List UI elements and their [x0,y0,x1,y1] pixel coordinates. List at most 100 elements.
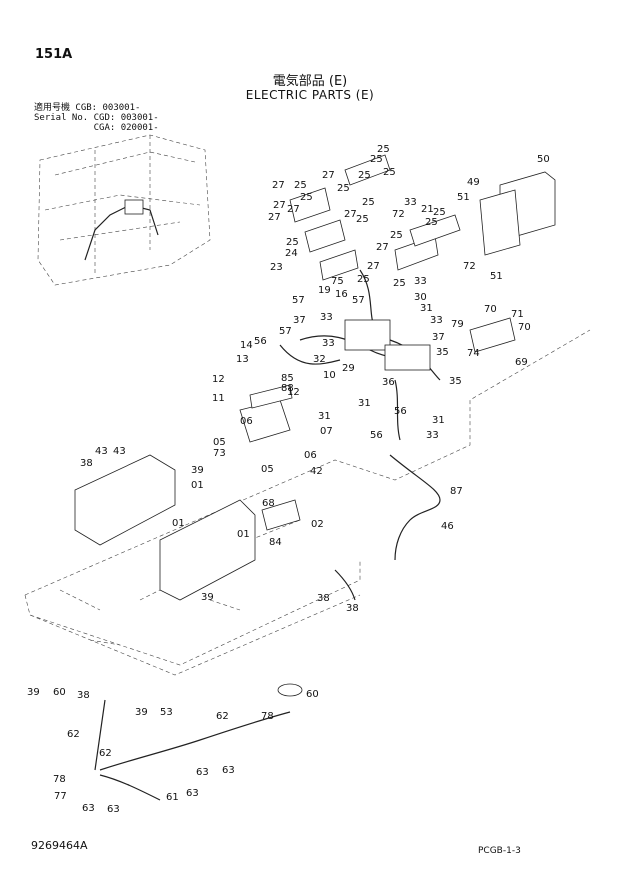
part-callout: 62 [99,748,112,759]
serial-line: 適用号機 CGB: 003001- [34,103,141,113]
serial-line: CGA: 020001- [34,123,159,133]
part-callout: 85 [281,373,294,384]
part-callout: 46 [441,521,454,532]
part-callout: 31 [420,303,433,314]
part-callout: 63 [186,788,199,799]
part-callout: 29 [342,363,355,374]
part-callout: 24 [285,248,298,259]
part-callout: 53 [160,707,173,718]
part-callout: 31 [318,411,331,422]
part-callout: 50 [537,154,550,165]
part-callout: 38 [77,690,90,701]
part-callout: 25 [393,278,406,289]
floor-plate-outline [24,329,591,676]
part-callout: 25 [356,214,369,225]
part-callout: 72 [463,261,476,272]
part-callout: 10 [323,370,336,381]
part-callout: 31 [432,415,445,426]
page-title: ELECTRIC PARTS (E) [245,88,375,102]
part-callout: 72 [392,209,405,220]
part-callout: 31 [358,398,371,409]
part-callout: 33 [426,430,439,441]
machine-overview-sketch [37,134,211,286]
part-callout: 27 [367,261,380,272]
relay-group-top [289,154,461,281]
part-callout: 37 [293,315,306,326]
part-callout: 77 [54,791,67,802]
part-callout: 33 [404,197,417,208]
part-callout: 51 [490,271,503,282]
part-callout: 06 [304,450,317,461]
controller-boxes [239,317,516,531]
page-number: 151A [35,47,73,62]
part-callout: 27 [273,200,286,211]
part-callout: 39 [27,687,40,698]
part-callout: 70 [518,322,531,333]
part-callout: 25 [390,230,403,241]
part-callout: 33 [322,338,335,349]
part-callout: 02 [311,519,324,530]
main-harness [279,269,441,441]
part-callout: 63 [82,803,95,814]
part-callout: 27 [272,180,285,191]
part-callout: 68 [262,498,275,509]
part-callout: 25 [377,144,390,155]
part-callout: 61 [166,792,179,803]
part-callout: 05 [261,464,274,475]
part-callout: 25 [433,207,446,218]
part-callout: 11 [212,393,225,404]
harness-61 [94,683,303,801]
part-callout: 27 [376,242,389,253]
part-callout: 38 [80,458,93,469]
part-callout: 57 [279,326,292,337]
part-callout: 57 [292,295,305,306]
part-callout: 12 [212,374,225,385]
part-callout: 56 [254,336,267,347]
part-callout: 39 [191,465,204,476]
part-callout: 19 [318,285,331,296]
part-callout: 63 [196,767,209,778]
part-callout: 23 [270,262,283,273]
console-right [74,454,256,601]
part-callout: 25 [362,197,375,208]
part-callout: 84 [269,537,282,548]
part-callout: 33 [430,315,443,326]
part-callout: 42 [310,466,323,477]
part-callout: 27 [287,204,300,215]
part-callout: 63 [107,804,120,815]
part-callout: 71 [511,309,524,320]
page-reference: PCGB-1-3 [478,846,521,856]
harness-84 [334,454,441,601]
part-callout: 35 [449,376,462,387]
part-callout: 51 [457,192,470,203]
part-callout: 25 [294,180,307,191]
part-callout: 60 [53,687,66,698]
serial-applicability: 適用号機 CGB: 003001- Serial No. CGD: 003001… [34,103,159,133]
part-callout: 73 [213,448,226,459]
part-callout: 75 [331,276,344,287]
part-callout: 25 [383,167,396,178]
part-callout: 25 [425,217,438,228]
part-callout: 35 [436,347,449,358]
part-callout: 01 [191,480,204,491]
part-callout: 37 [432,332,445,343]
part-callout: 27 [344,209,357,220]
part-callout: 27 [322,170,335,181]
part-callout: 87 [450,486,463,497]
part-callout: 74 [467,348,480,359]
part-callout: 25 [357,274,370,285]
part-callout: 12 [287,387,300,398]
part-callout: 49 [467,177,480,188]
part-callout: 01 [237,529,250,540]
part-callout: 56 [370,430,383,441]
part-callout: 06 [240,416,253,427]
part-callout: 36 [382,377,395,388]
part-callout: 43 [95,446,108,457]
part-callout: 39 [201,592,214,603]
part-callout: 14 [240,340,253,351]
part-callout: 70 [484,304,497,315]
part-callout: 25 [286,237,299,248]
part-callout: 07 [320,426,333,437]
